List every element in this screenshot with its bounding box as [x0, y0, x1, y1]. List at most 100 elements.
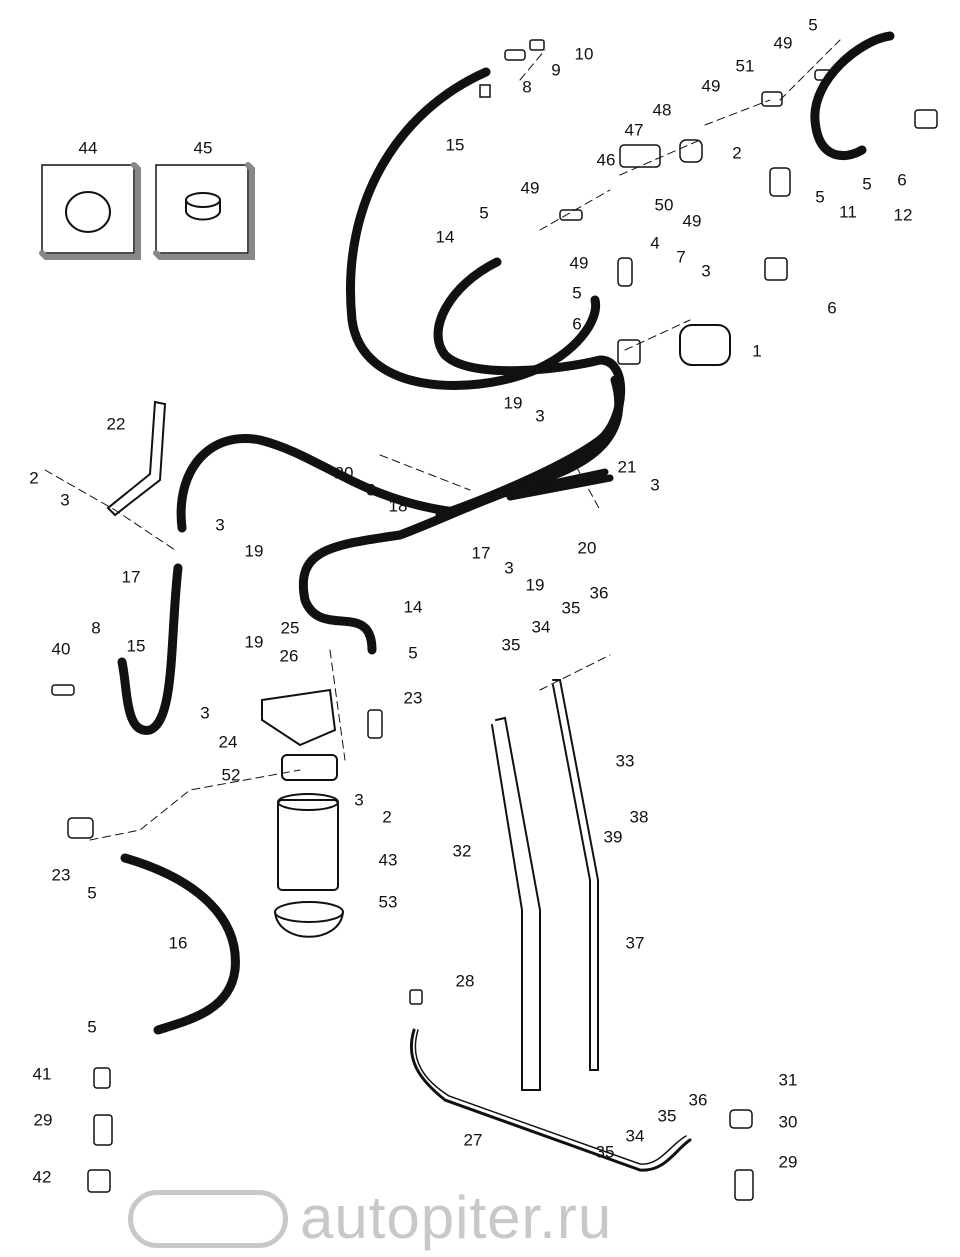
callout-part-35: 35 — [595, 1142, 615, 1162]
callout-part-41: 41 — [32, 1064, 52, 1084]
bracket-22 — [106, 400, 167, 517]
tube-27 — [409, 1028, 692, 1172]
callout-part-32: 32 — [452, 841, 472, 861]
callout-part-35: 35 — [561, 598, 581, 618]
callout-part-3: 3 — [504, 558, 514, 578]
callout-part-5: 5 — [408, 643, 418, 663]
callout-part-12: 12 — [893, 205, 913, 225]
callout-part-5: 5 — [862, 174, 872, 194]
callout-part-30: 30 — [778, 1112, 798, 1132]
callout-part-5: 5 — [479, 203, 489, 223]
callout-part-45: 45 — [193, 138, 213, 158]
callout-part-51: 51 — [735, 56, 755, 76]
callout-part-10: 10 — [574, 44, 594, 64]
callout-part-49: 49 — [520, 178, 540, 198]
callout-part-49: 49 — [682, 211, 702, 231]
callout-part-17: 17 — [471, 543, 491, 563]
bowl-53 — [274, 911, 344, 938]
inset-box-44 — [41, 164, 135, 254]
callout-part-3: 3 — [215, 515, 225, 535]
callout-part-14: 14 — [435, 227, 455, 247]
callout-part-2: 2 — [29, 468, 39, 488]
callout-part-3: 3 — [701, 261, 711, 281]
callout-part-5: 5 — [572, 283, 582, 303]
callout-part-37: 37 — [625, 933, 645, 953]
callout-part-2: 2 — [732, 143, 742, 163]
callout-part-4: 4 — [650, 233, 660, 253]
hose-21b — [506, 474, 614, 501]
callout-part-2: 2 — [382, 807, 392, 827]
callout-part-6: 6 — [827, 298, 837, 318]
callout-part-36: 36 — [589, 583, 609, 603]
callout-part-15: 15 — [126, 636, 146, 656]
callout-part-23: 23 — [403, 688, 423, 708]
callout-part-3: 3 — [354, 790, 364, 810]
callout-part-5: 5 — [815, 187, 825, 207]
hose-15-upper — [346, 67, 601, 390]
callout-part-48: 48 — [652, 100, 672, 120]
callout-part-39: 39 — [603, 827, 623, 847]
callout-part-50: 50 — [654, 195, 674, 215]
callout-part-52: 52 — [221, 765, 241, 785]
callout-part-3: 3 — [650, 475, 660, 495]
callout-part-5: 5 — [87, 1017, 97, 1037]
callout-part-49: 49 — [701, 76, 721, 96]
hose-15-left — [176, 434, 460, 533]
callout-part-20: 20 — [577, 538, 597, 558]
fittings — [51, 39, 938, 1201]
callout-part-29: 29 — [778, 1152, 798, 1172]
callout-part-22: 22 — [106, 414, 126, 434]
callout-part-49: 49 — [569, 253, 589, 273]
callout-part-47: 47 — [624, 120, 644, 140]
filter-43 — [277, 799, 339, 891]
bracket-24 — [261, 688, 337, 747]
callout-part-38: 38 — [629, 807, 649, 827]
callout-part-8: 8 — [91, 618, 101, 638]
callout-part-3: 3 — [535, 406, 545, 426]
hose-15-down — [117, 563, 183, 735]
callout-part-19: 19 — [244, 541, 264, 561]
callout-part-21: 21 — [617, 457, 637, 477]
hose-21a — [484, 468, 609, 501]
watermark-logo — [128, 1190, 288, 1248]
callout-part-35: 35 — [501, 635, 521, 655]
callout-part-15: 15 — [445, 135, 465, 155]
callout-part-43: 43 — [378, 850, 398, 870]
bar-33 — [552, 679, 599, 1071]
watermark-text: autopiter.ru — [300, 1184, 613, 1251]
callout-part-19: 19 — [244, 632, 264, 652]
callout-part-3: 3 — [60, 490, 70, 510]
callout-part-3: 3 — [200, 703, 210, 723]
callout-part-24: 24 — [218, 732, 238, 752]
callout-part-34: 34 — [531, 617, 551, 637]
callout-part-1: 1 — [752, 341, 762, 361]
callout-part-33: 33 — [615, 751, 635, 771]
hose-11 — [810, 31, 895, 160]
callout-part-26: 26 — [279, 646, 299, 666]
callout-part-40: 40 — [51, 639, 71, 659]
callout-part-44: 44 — [78, 138, 98, 158]
callout-part-8: 8 — [522, 77, 532, 97]
callout-part-28: 28 — [455, 971, 475, 991]
hose-16 — [120, 853, 240, 1035]
callout-part-19: 19 — [525, 575, 545, 595]
callout-part-11: 11 — [839, 202, 857, 222]
callout-part-34: 34 — [625, 1126, 645, 1146]
callout-part-23: 23 — [51, 865, 71, 885]
callout-part-9: 9 — [551, 60, 561, 80]
bar-32 — [491, 716, 541, 1091]
callout-part-29: 29 — [33, 1110, 53, 1130]
callout-part-5: 5 — [808, 15, 818, 35]
callout-part-6: 6 — [572, 314, 582, 334]
callout-part-18: 18 — [388, 496, 408, 516]
hose-14-outer — [298, 375, 624, 655]
callout-part-46: 46 — [596, 150, 616, 170]
filter-1 — [679, 324, 731, 366]
callout-part-7: 7 — [676, 247, 686, 267]
callout-part-19: 19 — [503, 393, 523, 413]
filter-head-52 — [281, 754, 338, 781]
inset-box-45 — [155, 164, 249, 254]
callout-part-27: 27 — [463, 1130, 483, 1150]
